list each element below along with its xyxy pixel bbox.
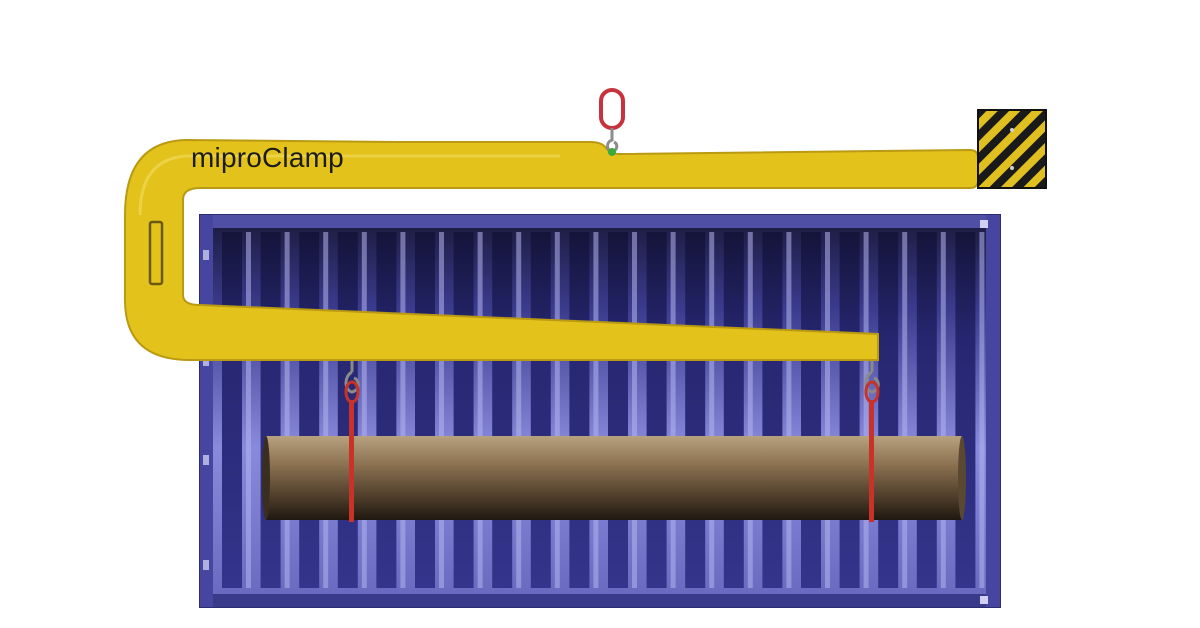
corrugation-highlight <box>323 232 329 588</box>
corrugation-highlight <box>940 232 946 588</box>
sling-strap <box>869 400 874 522</box>
c-clamp <box>124 109 1047 361</box>
door-hinge <box>203 455 209 465</box>
corrugation-groove <box>916 232 937 588</box>
corrugation-groove <box>723 232 744 588</box>
shipping-container <box>199 214 1001 608</box>
corrugation-groove <box>376 232 397 588</box>
corrugation-groove <box>415 232 435 588</box>
pipe-load <box>262 436 966 520</box>
corrugation-highlight <box>400 232 406 588</box>
sling-strap <box>349 400 354 522</box>
corrugation-groove <box>260 232 281 588</box>
corrugation-highlight <box>786 232 792 588</box>
corrugation-highlight <box>747 232 753 588</box>
corrugation-highlight <box>516 232 522 588</box>
corrugation-groove <box>839 232 860 588</box>
clamp-slot <box>148 220 164 286</box>
door-hinge <box>203 560 209 570</box>
door-hinge <box>203 250 209 260</box>
corrugation-groove <box>337 232 358 588</box>
corner-casting <box>980 220 988 228</box>
corrugation-highlight <box>246 232 251 588</box>
corrugation-highlight <box>593 232 599 588</box>
clamp-brand-label: miproClamp <box>191 142 344 173</box>
corrugation-groove <box>685 232 706 588</box>
corrugation-highlight <box>284 232 290 588</box>
corrugation-highlight <box>632 232 637 588</box>
corner-casting <box>980 596 988 604</box>
corrugation-groove <box>878 232 899 588</box>
corrugation-groove <box>299 232 320 588</box>
corrugation-groove <box>801 232 821 588</box>
corrugation-groove <box>530 232 551 588</box>
counterweight-icon <box>977 109 1047 189</box>
shackle-link <box>599 88 625 130</box>
corrugation-highlight <box>439 232 444 588</box>
clamp-body <box>124 138 979 361</box>
pipe-end <box>958 436 966 520</box>
corrugation-highlight <box>477 232 483 588</box>
corrugation-groove <box>453 232 474 588</box>
counterweight-bolt <box>1010 128 1014 132</box>
container-left-post <box>200 215 213 607</box>
corrugation-highlight <box>902 232 908 588</box>
corrugation-groove <box>955 232 976 588</box>
corrugation-groove <box>569 232 590 588</box>
corrugation-highlight <box>361 232 367 588</box>
pipe-end <box>262 436 270 520</box>
corrugation-highlight <box>670 232 676 588</box>
corrugation-highlight <box>825 232 830 588</box>
clamp-highlight <box>138 154 560 216</box>
counterweight-bolt <box>1010 166 1014 170</box>
corrugation-highlight <box>554 232 560 588</box>
pipe-body <box>266 436 962 520</box>
corrugation-highlight <box>979 232 985 588</box>
lifting-shackle-icon <box>599 88 625 156</box>
corrugation-groove <box>646 232 667 588</box>
corrugation-groove <box>608 232 628 588</box>
corrugation-groove <box>222 232 242 588</box>
container-right-post <box>986 215 1000 607</box>
container-bottom-rail <box>200 594 1000 607</box>
corrugation-groove <box>762 232 783 588</box>
container-top-rail <box>200 215 1000 228</box>
lifting-point <box>608 148 616 156</box>
corrugation-highlight <box>709 232 715 588</box>
corrugation-groove <box>492 232 513 588</box>
corrugation-highlight <box>863 232 869 588</box>
